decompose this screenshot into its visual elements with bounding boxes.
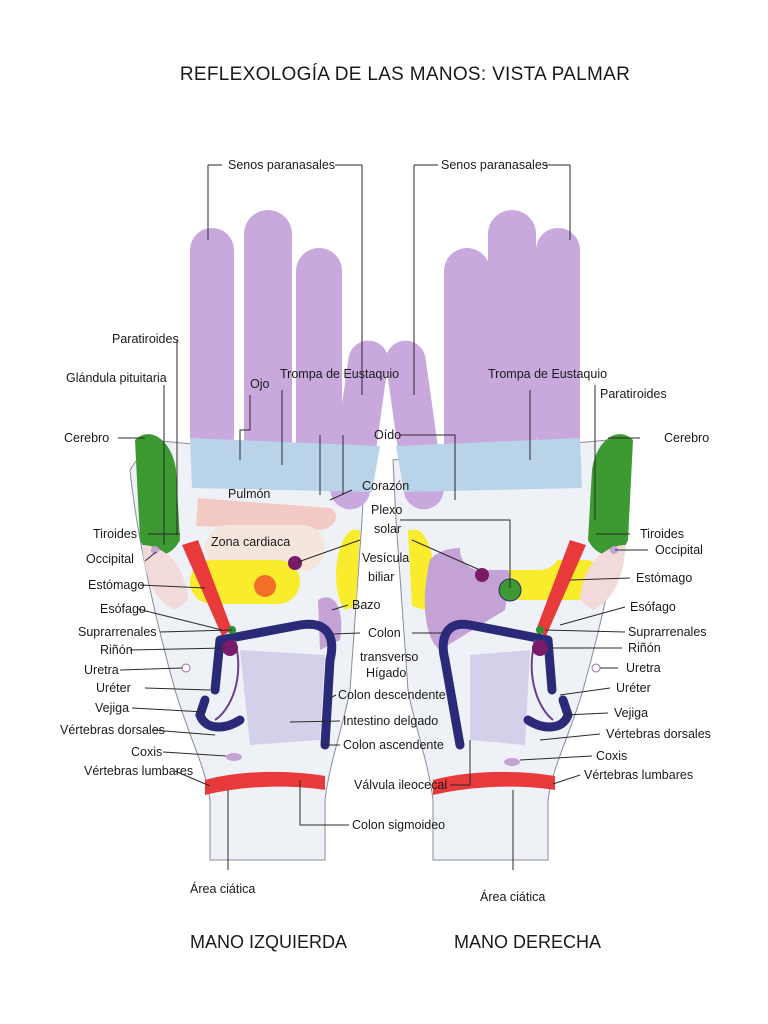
- label-biliar: biliar: [368, 570, 394, 584]
- label-rinon-left: Riñón: [100, 643, 133, 657]
- label-pituitaria: Glándula pituitaria: [66, 371, 167, 385]
- label-estomago-left: Estómago: [88, 578, 144, 592]
- label-transverso: transverso: [360, 650, 418, 664]
- label-vertebras-dorsales-right: Vértebras dorsales: [606, 727, 711, 741]
- label-vejiga-left: Vejiga: [95, 701, 129, 715]
- label-colon-sigmoideo: Colon sigmoideo: [352, 818, 445, 832]
- label-vertebras-lumbares-left: Vértebras lumbares: [84, 764, 193, 778]
- label-cerebro-right: Cerebro: [664, 431, 709, 445]
- label-paratiroides-right: Paratiroides: [600, 387, 667, 401]
- right-sciatic-band: [433, 771, 555, 795]
- right-thumb-base: [580, 545, 626, 610]
- label-coxis-right: Coxis: [596, 749, 627, 763]
- right-sinus-band: [396, 438, 582, 492]
- label-occipital-left: Occipital: [86, 552, 134, 566]
- left-bladder-colon: [195, 695, 245, 732]
- left-sinus-band: [190, 438, 380, 492]
- label-zona-cardiaca: Zona cardiaca: [211, 535, 290, 549]
- right-ureter: [530, 639, 554, 721]
- label-paratiroides-left: Paratiroides: [112, 332, 179, 346]
- label-uretra-right: Uretra: [626, 661, 661, 675]
- label-trompa-left: Trompa de Eustaquio: [280, 367, 399, 381]
- label-bazo: Bazo: [352, 598, 381, 612]
- label-tiroides-left: Tiroides: [93, 527, 137, 541]
- label-ureter-left: Uréter: [96, 681, 131, 695]
- right-coxis-dot: [504, 758, 520, 766]
- label-vesicula: Vesícula: [362, 551, 409, 565]
- label-colon-ascendente: Colon ascendente: [343, 738, 444, 752]
- left-occipital-dot: [151, 546, 159, 554]
- left-hand: [129, 210, 389, 861]
- right-hand: [385, 210, 633, 861]
- right-urethra-dot: [591, 663, 601, 673]
- left-intestine-zone: [240, 650, 325, 745]
- right-thumb: [588, 434, 633, 555]
- right-esophagus-strip: [536, 540, 586, 636]
- label-esofago-right: Esófago: [630, 600, 676, 614]
- label-occipital-right: Occipital: [655, 543, 703, 557]
- label-colon-descendente: Colon descendente: [338, 688, 446, 702]
- label-valvula-ileocecal: Válvula ileocecal: [354, 778, 447, 792]
- caption-left-hand: MANO IZQUIERDA: [190, 932, 347, 952]
- left-ring-finger: [244, 210, 292, 470]
- label-area-ciatica-left: Área ciática: [190, 881, 255, 896]
- left-heart-crescent: [336, 530, 360, 610]
- label-ojo: Ojo: [250, 377, 270, 391]
- left-urethra-dot: [181, 663, 191, 673]
- left-thumb-base: [142, 545, 188, 610]
- label-suprarrenales-left: Suprarrenales: [78, 625, 157, 639]
- left-bazo-zone: [318, 597, 342, 650]
- label-coxis-left: Coxis: [131, 745, 162, 759]
- label-higado: Hígado: [366, 666, 406, 680]
- left-kidney-dot: [222, 640, 238, 656]
- left-ureter: [214, 639, 240, 721]
- label-trompa-right: Trompa de Eustaquio: [488, 367, 607, 381]
- label-intestino-delgado: Intestino delgado: [343, 714, 438, 728]
- label-corazon: Corazón: [362, 479, 409, 493]
- label-senos-left: Senos paranasales: [228, 158, 335, 172]
- label-plexo: Plexo: [371, 503, 402, 517]
- label-estomago-right: Estómago: [636, 571, 692, 585]
- label-uretra-left: Uretra: [84, 663, 119, 677]
- label-tiroides-right: Tiroides: [640, 527, 684, 541]
- label-cerebro-left: Cerebro: [64, 431, 109, 445]
- label-suprarrenales-right: Suprarrenales: [628, 625, 707, 639]
- caption-right-hand: MANO DERECHA: [454, 932, 601, 952]
- label-solar: solar: [374, 522, 401, 536]
- label-vertebras-dorsales-left: Vértebras dorsales: [60, 723, 165, 737]
- label-esofago-left: Esófago: [100, 602, 146, 616]
- right-gallbladder-dot: [475, 568, 489, 582]
- right-intestine-zone: [470, 650, 530, 745]
- right-adrenal-dot: [536, 626, 544, 634]
- left-orange-dot: [254, 575, 276, 597]
- left-middle-finger: [296, 248, 342, 478]
- leader-lines: [118, 164, 648, 870]
- diagram-title: REFLEXOLOGÍA DE LAS MANOS: VISTA PALMAR: [180, 64, 630, 85]
- label-pulmon: Pulmón: [228, 487, 270, 501]
- label-vertebras-lumbares-right: Vértebras lumbares: [584, 768, 693, 782]
- left-sciatic-band: [205, 771, 325, 795]
- left-little-finger: [190, 228, 234, 458]
- left-thumb: [135, 434, 180, 555]
- right-occipital-dot: [610, 546, 618, 554]
- left-solar-plexus-dot: [288, 556, 302, 570]
- left-esophagus-strip: [182, 540, 232, 636]
- right-middle-finger: [444, 248, 490, 478]
- label-ureter-right: Uréter: [616, 681, 651, 695]
- right-ring-finger: [488, 210, 536, 470]
- left-coxis-dot: [226, 753, 242, 761]
- label-senos-right: Senos paranasales: [441, 158, 548, 172]
- label-rinon-right: Riñón: [628, 641, 661, 655]
- right-kidney-dot: [532, 640, 548, 656]
- right-little-finger: [536, 228, 580, 458]
- left-lung-zone: [196, 498, 336, 530]
- label-area-ciatica-right: Área ciática: [480, 889, 545, 904]
- label-colon: Colon: [368, 626, 401, 640]
- label-vejiga-right: Vejiga: [614, 706, 648, 720]
- label-oido: Oído: [374, 428, 401, 442]
